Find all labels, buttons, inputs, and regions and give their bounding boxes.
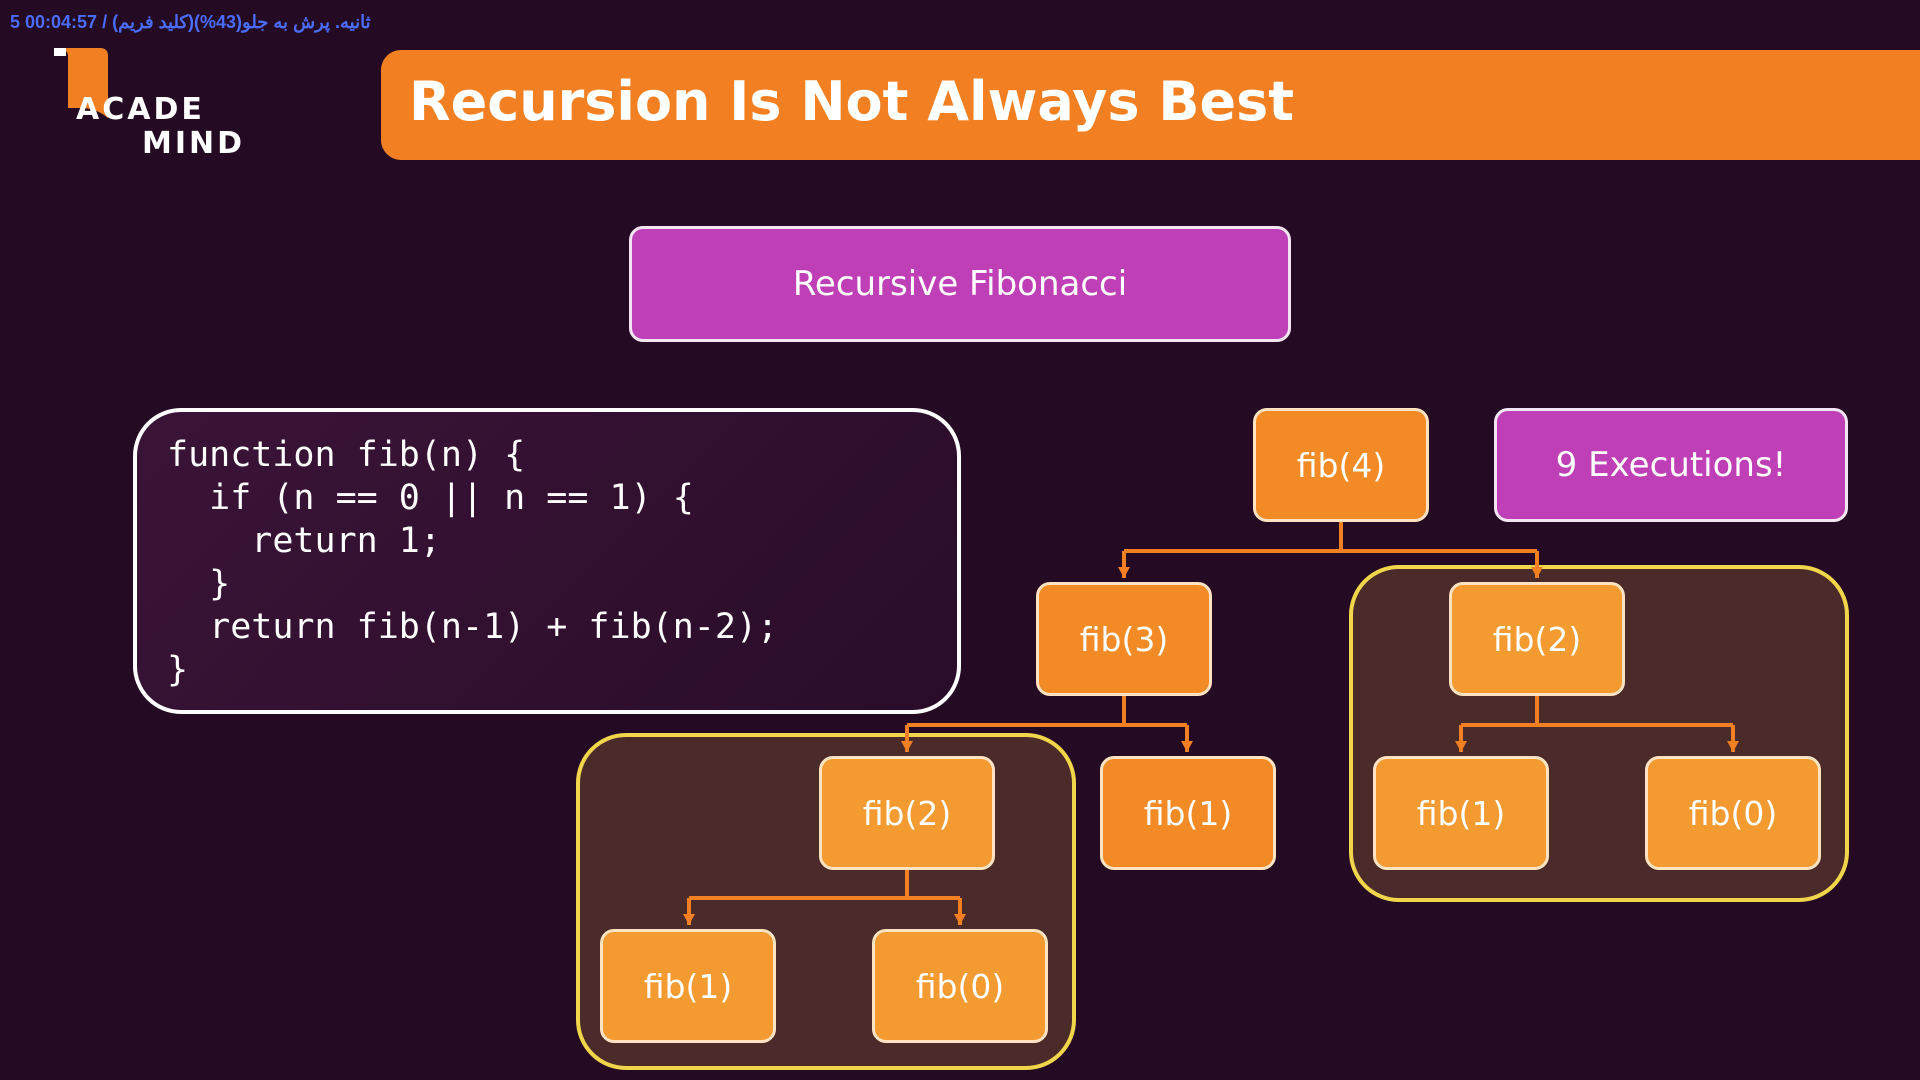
logo-text-line2: MIND (142, 126, 246, 161)
node-label: fib(2) (862, 793, 952, 833)
title-banner: Recursion Is Not Always Best (381, 50, 1920, 160)
arrowhead (1455, 741, 1467, 752)
code-line: } (167, 650, 189, 690)
node-right-left: fib(1) (1373, 756, 1549, 870)
code-line: return fib(n-1) + fib(n-2); (167, 607, 779, 647)
node-label: fib(1) (643, 966, 733, 1006)
edge-left-children (905, 696, 1189, 752)
node-root: fib(4) (1253, 408, 1429, 522)
node-left: fib(3) (1036, 582, 1212, 696)
code-line: if (n == 0 || n == 1) { (167, 478, 694, 518)
arrowhead (901, 741, 913, 752)
edge-left-left-children (687, 869, 962, 925)
node-left-right: fib(1) (1100, 756, 1276, 870)
node-label: fib(0) (1688, 793, 1778, 833)
logo-text-line1: ACADE (76, 92, 205, 127)
node-label: fib(1) (1143, 793, 1233, 833)
academind-logo: ACADE MIND (54, 48, 254, 161)
code-line: function fib(n) { (167, 435, 526, 475)
node-label: fib(3) (1079, 619, 1169, 659)
code-line: } (167, 564, 231, 604)
executions-callout: 9 Executions! (1494, 408, 1848, 522)
node-right-right: fib(0) (1645, 756, 1821, 870)
node-label: fib(4) (1296, 445, 1386, 485)
arrowhead (683, 914, 695, 925)
edge-right-children (1459, 696, 1735, 752)
node-label: fib(2) (1492, 619, 1582, 659)
executions-label: 9 Executions! (1555, 445, 1787, 485)
edge-root-children (1122, 522, 1539, 578)
arrowhead (954, 914, 966, 925)
node-label: fib(0) (915, 966, 1005, 1006)
arrowhead (1181, 741, 1193, 752)
code-block: function fib(n) { if (n == 0 || n == 1) … (133, 408, 961, 714)
code-line: return 1; (167, 521, 441, 561)
diagram-heading-label: Recursive Fibonacci (792, 264, 1128, 304)
video-overlay-text: 5 00:04:57 / (کلید فریم)ثانیه. پرش به جل… (10, 12, 371, 32)
arrowhead (1727, 741, 1739, 752)
slide-title: Recursion Is Not Always Best (409, 70, 1295, 133)
arrowhead (1531, 567, 1543, 578)
arrowhead (1118, 567, 1130, 578)
node-left-left: fib(2) (819, 756, 995, 870)
diagram-heading: Recursive Fibonacci (629, 226, 1291, 342)
node-label: fib(1) (1416, 793, 1506, 833)
node-left-left-right: fib(0) (872, 929, 1048, 1043)
node-right: fib(2) (1449, 582, 1625, 696)
logo-flag-icon (54, 48, 108, 118)
node-left-left-left: fib(1) (600, 929, 776, 1043)
